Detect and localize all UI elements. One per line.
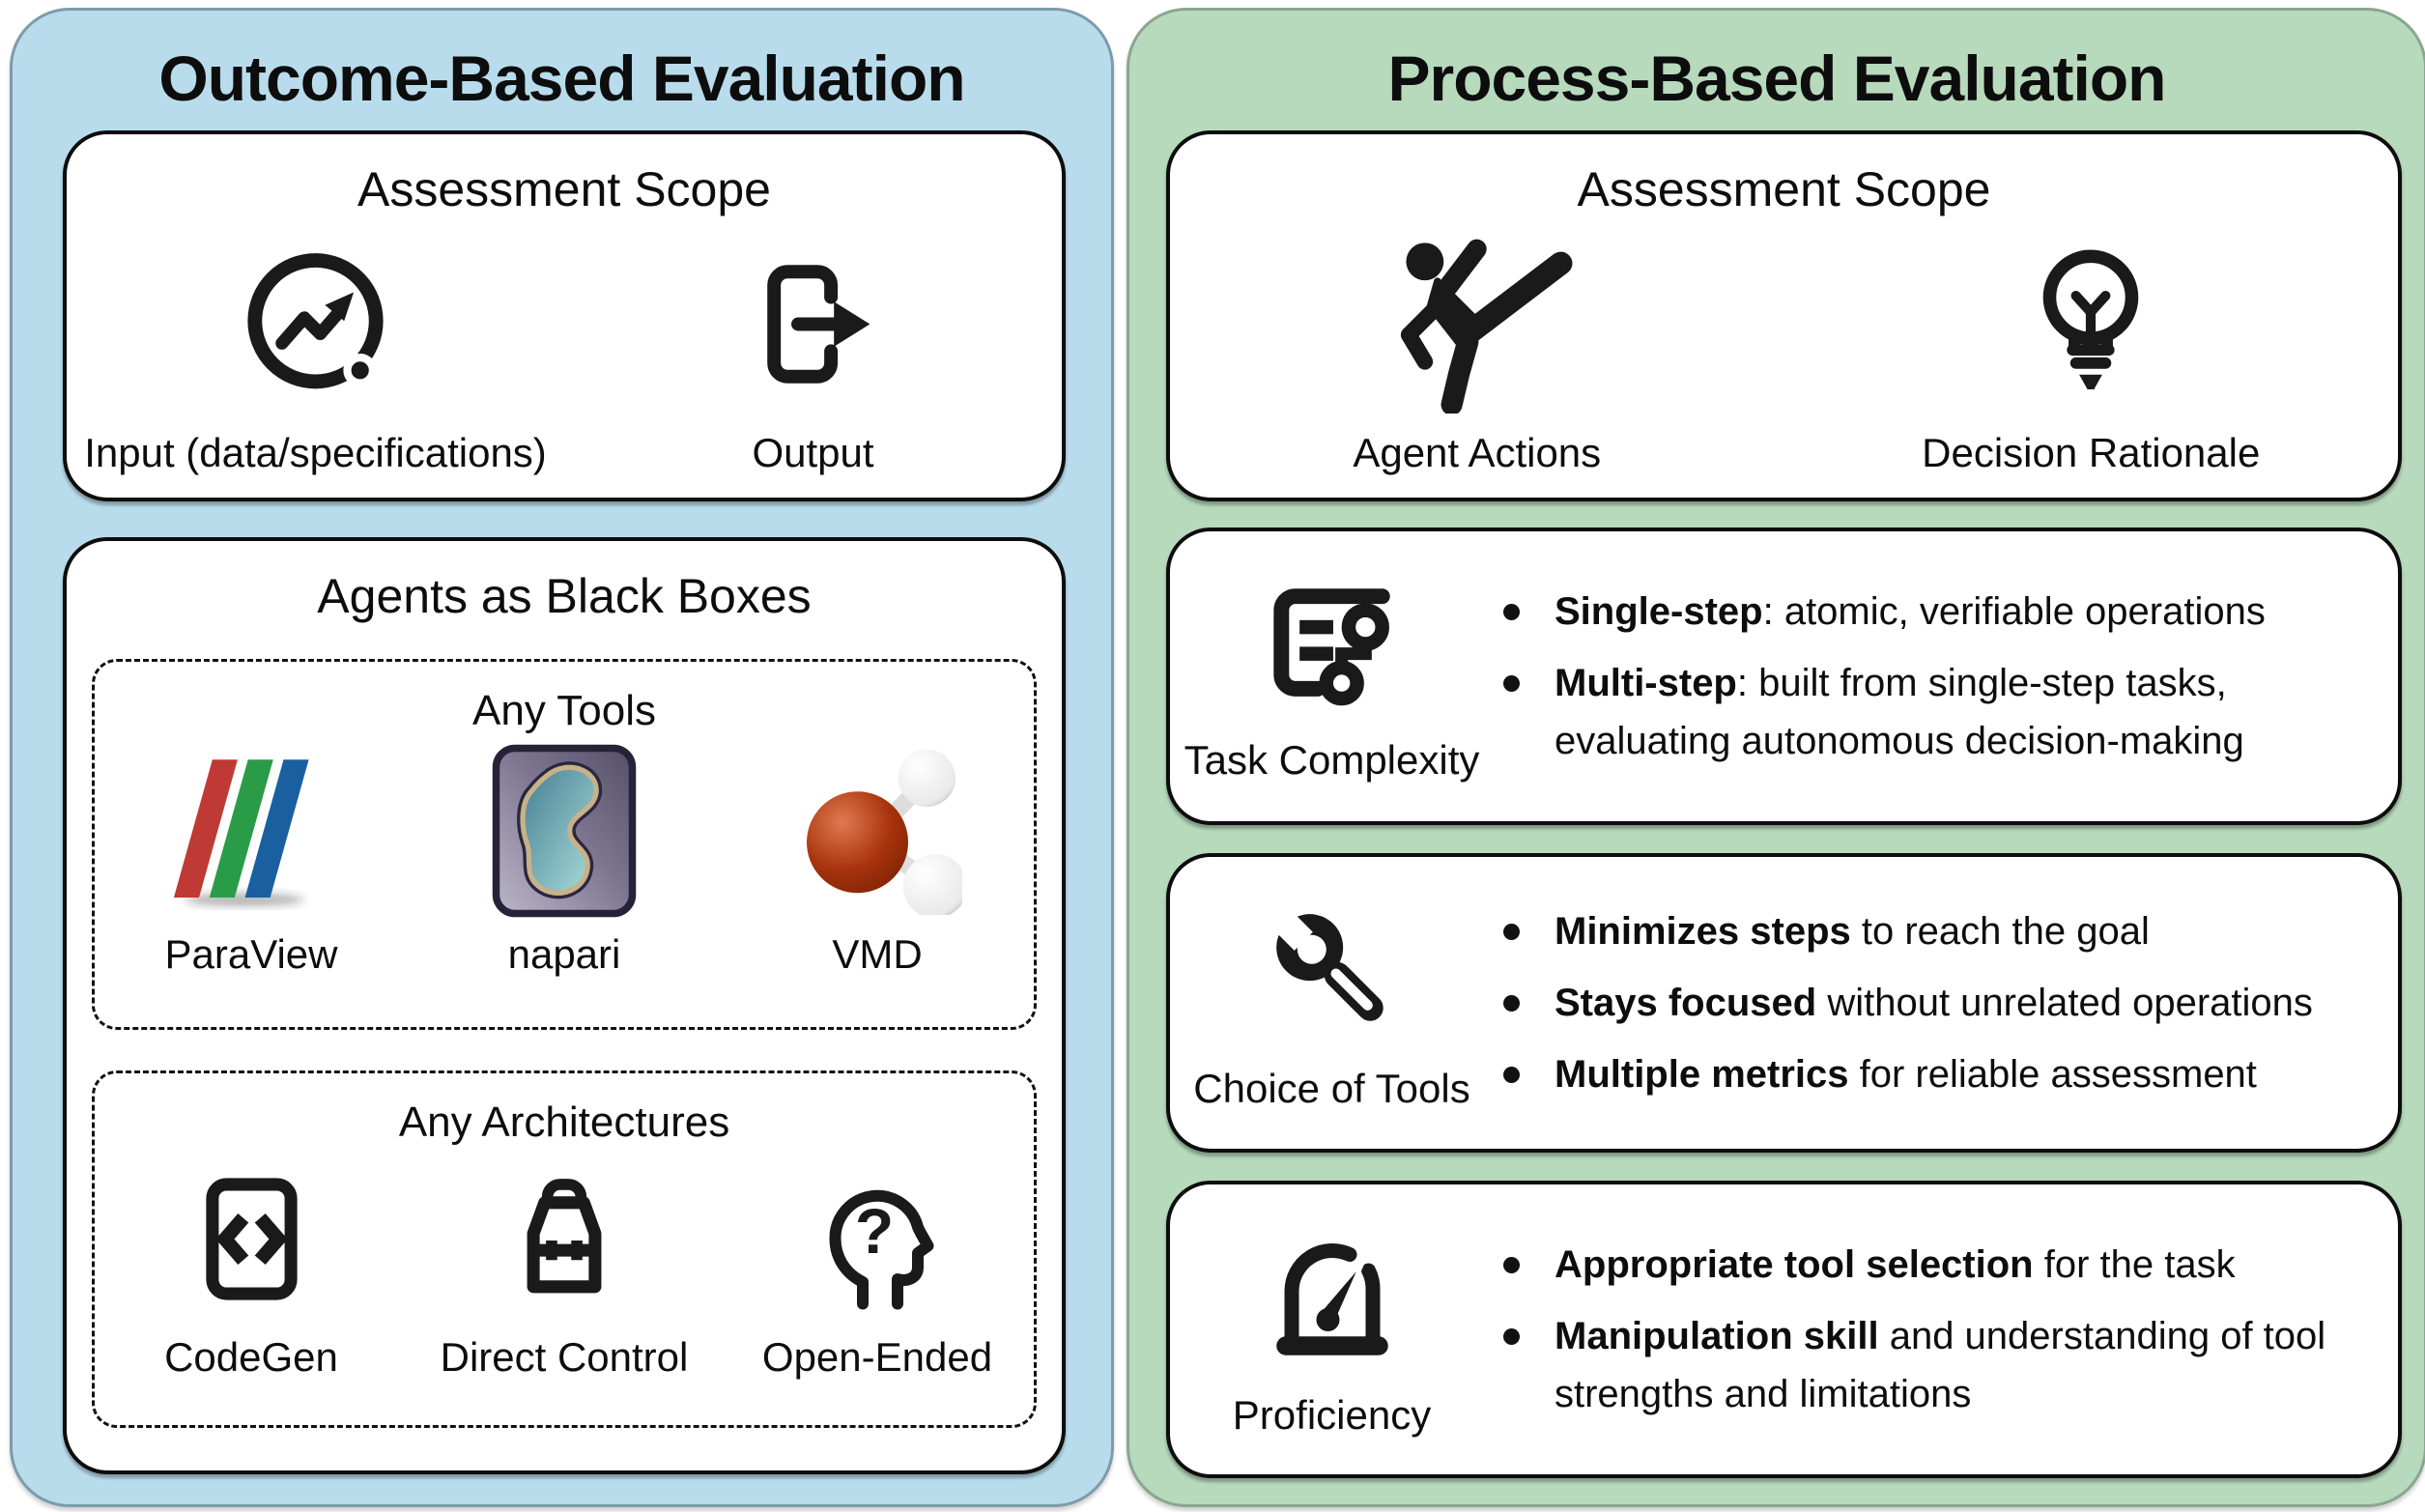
- trend-chart-icon: [236, 227, 395, 420]
- kicking-figure-icon: [1378, 227, 1576, 420]
- vmd-molecule-icon: [793, 741, 962, 920]
- vmd-label: VMD: [832, 931, 923, 977]
- bullet-item: Multiple metrics for reliable assessment: [1503, 1045, 2345, 1103]
- task-complexity-label: Task Complexity: [1184, 736, 1480, 783]
- bullet-bold: Stays focused: [1555, 982, 1817, 1024]
- assessment-scope-heading: Assessment Scope: [357, 162, 771, 216]
- paraview-item: ParaView: [95, 741, 408, 978]
- svg-text:?: ?: [855, 1195, 894, 1267]
- any-architectures-heading: Any Architectures: [398, 1098, 730, 1146]
- process-panel: Process-Based Evaluation Assessment Scop…: [1127, 8, 2425, 1507]
- bullet-bold: Appropriate tool selection: [1555, 1243, 2034, 1286]
- task-complexity-box: Task Complexity Single-step: atomic, ver…: [1166, 528, 2402, 825]
- bullet-dot: [1503, 995, 1520, 1012]
- wrench-icon: [1260, 898, 1405, 1042]
- proficiency-item: Proficiency: [1170, 1184, 1494, 1474]
- bullet-dot: [1503, 1067, 1520, 1083]
- bullet-text: for reliable assessment: [1848, 1053, 2257, 1096]
- proficiency-bullets: Appropriate tool selection for the task …: [1494, 1184, 2398, 1474]
- any-tools-group: Any Tools: [92, 659, 1037, 1030]
- open-ended-item: ? Open-Ended: [721, 1153, 1034, 1381]
- assessment-scope-items: Agent Actions Decision Rationale: [1170, 227, 2398, 476]
- proficiency-box: Proficiency Appropriate tool selection f…: [1166, 1181, 2402, 1478]
- bullet-dot: [1503, 604, 1520, 620]
- choice-of-tools-label: Choice of Tools: [1193, 1066, 1470, 1111]
- napari-label: napari: [507, 931, 621, 977]
- agent-actions-item: Agent Actions: [1170, 227, 1784, 476]
- bullet-text: without unrelated operations: [1816, 982, 2313, 1024]
- vmd-item: VMD: [721, 741, 1034, 978]
- bullet-dot: [1503, 924, 1520, 940]
- outcome-assessment-scope-box: Assessment Scope Input (data/specificati…: [63, 130, 1066, 501]
- bullet-item: Manipulation skill and understanding of …: [1503, 1307, 2345, 1423]
- decision-rationale-label: Decision Rationale: [1922, 430, 2261, 475]
- bullet-bold: Minimizes steps: [1555, 910, 1851, 953]
- bullet-item: Stays focused without unrelated operatio…: [1503, 974, 2345, 1032]
- bullet-dot: [1503, 1328, 1520, 1345]
- head-question-icon: ?: [805, 1166, 950, 1311]
- process-panel-title: Process-Based Evaluation: [1387, 43, 2167, 114]
- bullet-item: Minimizes steps to reach the goal: [1503, 902, 2345, 960]
- bullet-bold: Multiple metrics: [1555, 1053, 1849, 1096]
- bullet-item: Single-step: atomic, verifiable operatio…: [1503, 583, 2345, 641]
- direct-control-label: Direct Control: [440, 1334, 689, 1380]
- output-arrow-icon: [738, 227, 888, 420]
- bullet-text: : built from single-step tasks, evaluati…: [1555, 662, 2244, 762]
- choice-of-tools-item: Choice of Tools: [1170, 857, 1494, 1149]
- bullet-dot: [1503, 675, 1520, 692]
- bullet-text: for the task: [2033, 1243, 2236, 1286]
- open-ended-label: Open-Ended: [761, 1334, 993, 1380]
- gauge-icon: [1260, 1224, 1405, 1369]
- assessment-scope-items: Input (data/specifications) Output: [67, 227, 1062, 476]
- bullet-bold: Single-step: [1555, 590, 1763, 633]
- codegen-item: CodeGen: [95, 1153, 408, 1381]
- assessment-scope-heading: Assessment Scope: [1577, 162, 1991, 216]
- proficiency-label: Proficiency: [1232, 1392, 1432, 1438]
- input-item: Input (data/specifications): [67, 227, 564, 476]
- agents-black-boxes-heading: Agents as Black Boxes: [317, 569, 812, 623]
- decision-rationale-item: Decision Rationale: [1784, 227, 2399, 476]
- input-label: Input (data/specifications): [84, 430, 547, 475]
- bullet-bold: Multi-step: [1555, 662, 1737, 704]
- napari-logo: [491, 741, 638, 920]
- outcome-panel-title: Outcome-Based Evaluation: [158, 43, 965, 114]
- bullet-text: : atomic, verifiable operations: [1762, 590, 2266, 633]
- output-item: Output: [564, 227, 1062, 476]
- toolbox-icon: [492, 1166, 637, 1311]
- any-architectures-group: Any Architectures CodeGen: [92, 1070, 1037, 1428]
- outcome-panel: Outcome-Based Evaluation Assessment Scop…: [10, 8, 1114, 1507]
- paraview-logo: [162, 741, 341, 920]
- any-architectures-items: CodeGen Direct Control: [95, 1153, 1034, 1381]
- task-complexity-item: Task Complexity: [1170, 531, 1494, 821]
- paraview-label: ParaView: [164, 931, 338, 977]
- process-assessment-scope-box: Assessment Scope: [1166, 130, 2402, 501]
- bullet-text: to reach the goal: [1850, 910, 2150, 953]
- bullet-bold: Manipulation skill: [1555, 1315, 1879, 1357]
- lightbulb-icon: [2009, 227, 2173, 420]
- any-tools-heading: Any Tools: [472, 687, 656, 734]
- agent-actions-label: Agent Actions: [1353, 430, 1602, 475]
- direct-control-item: Direct Control: [408, 1153, 721, 1381]
- agents-black-boxes-box: Agents as Black Boxes Any Tools: [63, 537, 1066, 1474]
- bullet-item: Multi-step: built from single-step tasks…: [1503, 654, 2345, 770]
- choice-of-tools-bullets: Minimizes steps to reach the goal Stays …: [1494, 857, 2398, 1149]
- bullet-text: and understanding of tool strengths and …: [1555, 1315, 2326, 1415]
- napari-item: napari: [408, 741, 721, 978]
- output-label: Output: [752, 430, 874, 475]
- bullet-dot: [1503, 1257, 1520, 1273]
- task-complexity-bullets: Single-step: atomic, verifiable operatio…: [1494, 531, 2398, 821]
- any-tools-items: ParaView: [95, 741, 1034, 978]
- code-brackets-icon: [182, 1166, 322, 1311]
- choice-of-tools-box: Choice of Tools Minimizes steps to reach…: [1166, 853, 2402, 1153]
- bullet-item: Appropriate tool selection for the task: [1503, 1236, 2345, 1294]
- workflow-icon: [1262, 574, 1402, 714]
- codegen-label: CodeGen: [164, 1334, 338, 1380]
